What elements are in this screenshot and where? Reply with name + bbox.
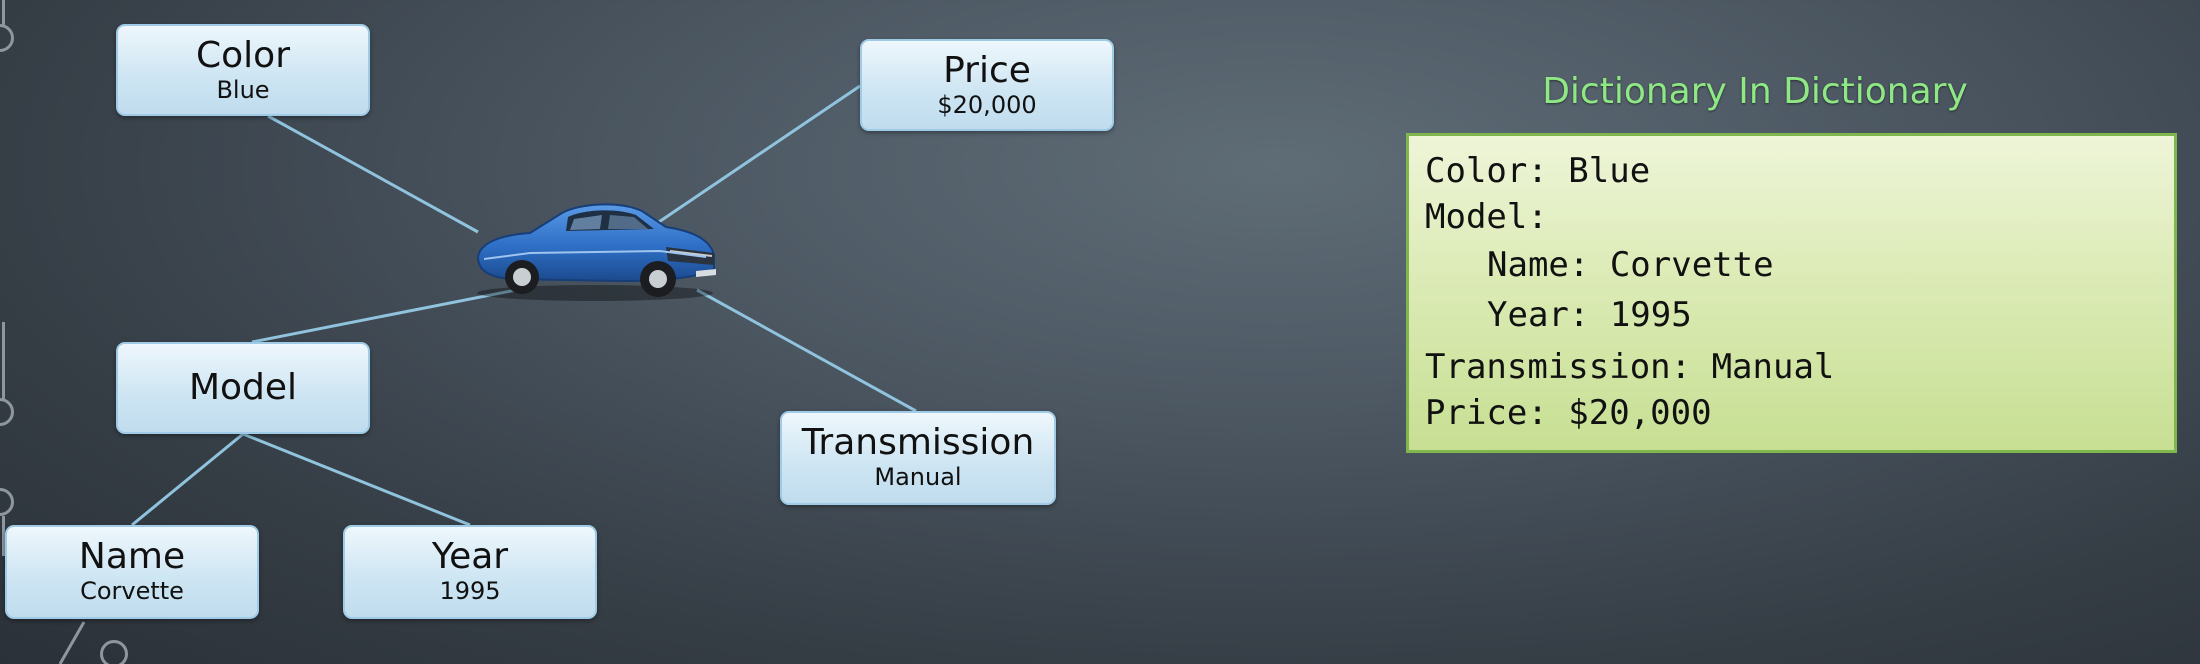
node-title: Name <box>78 536 186 577</box>
node-value: 1995 <box>439 577 501 605</box>
code-line: Transmission: Manual <box>1425 347 1835 387</box>
edge-color-car <box>267 114 479 234</box>
edge-model-car <box>251 288 517 344</box>
node-model: Model <box>116 342 370 434</box>
node-title: Model <box>188 367 298 408</box>
node-value: Blue <box>216 76 270 104</box>
edge-model-year <box>242 432 471 527</box>
node-title: Year <box>431 536 509 577</box>
node-value: Manual <box>874 463 962 491</box>
code-line-indented: Name: Corvette <box>1487 245 1774 285</box>
decorative-line <box>2 516 5 556</box>
decorative-ring <box>100 640 128 664</box>
edge-model-name <box>131 432 244 527</box>
decorative-line <box>2 322 5 400</box>
node-title: Price <box>943 50 1031 91</box>
edge-price-car <box>649 84 861 230</box>
decorative-line <box>2 0 5 26</box>
code-line-indented: Year: 1995 <box>1487 295 1692 335</box>
code-line: Price: $20,000 <box>1425 393 1712 433</box>
node-year: Year 1995 <box>343 525 597 619</box>
code-line: Color: Blue <box>1425 151 1651 191</box>
edge-transmission-car <box>696 288 917 413</box>
node-name: Name Corvette <box>5 525 259 619</box>
node-title: Transmission <box>801 422 1035 463</box>
code-line: Model: <box>1425 197 1548 237</box>
dictionary-title: Dictionary In Dictionary <box>1542 71 1968 112</box>
car-icon <box>476 203 716 301</box>
node-title: Color <box>196 35 290 76</box>
node-value: $20,000 <box>937 91 1037 119</box>
node-color: Color Blue <box>116 24 370 116</box>
node-price: Price $20,000 <box>860 39 1114 131</box>
node-transmission: Transmission Manual <box>780 411 1056 505</box>
node-value: Corvette <box>80 577 184 605</box>
dictionary-code-box: Color: Blue Model: Name: Corvette Year: … <box>1406 133 2177 453</box>
